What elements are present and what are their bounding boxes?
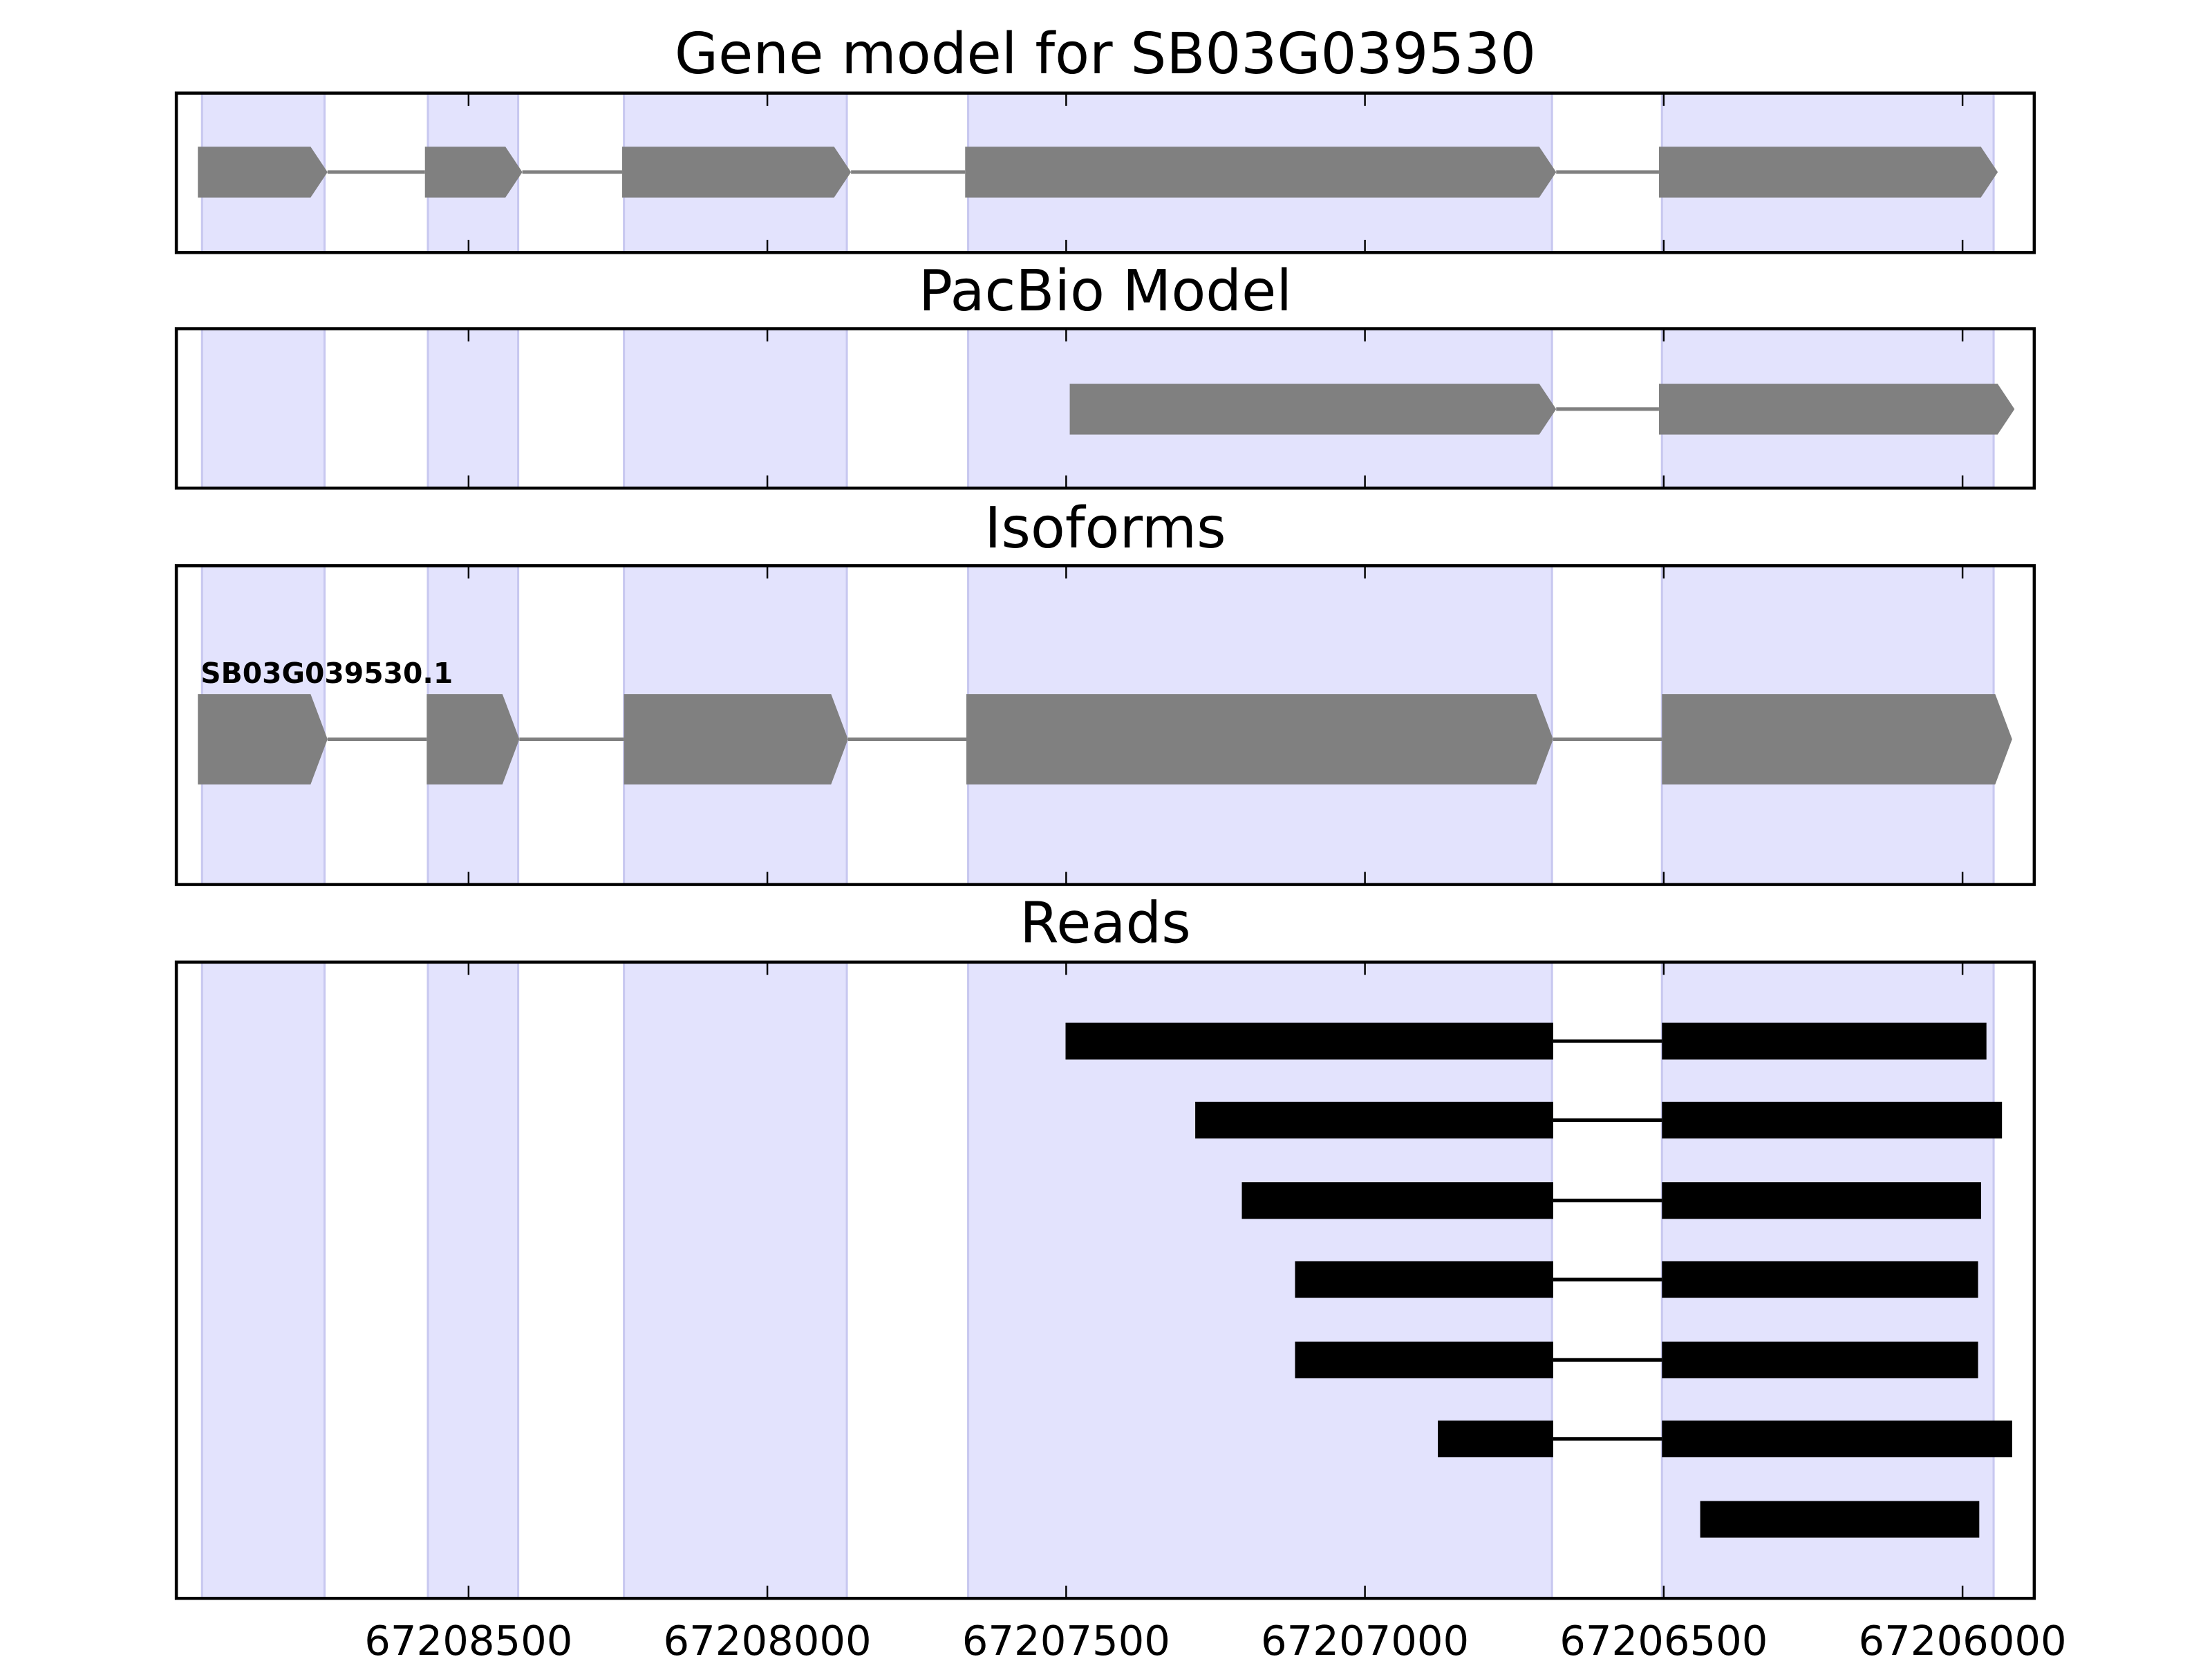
- read-block: [1662, 1182, 1981, 1219]
- panel-reads: Reads: [174, 890, 2036, 1600]
- exon-arrow: [1662, 694, 2012, 785]
- exon-band: [623, 327, 848, 489]
- exon-band: [427, 961, 520, 1600]
- read-block: [1662, 1421, 2012, 1458]
- isoform-label: SB03G039530.1: [200, 657, 453, 690]
- transcript-model: [1069, 384, 2015, 435]
- exon-arrow: [966, 694, 1553, 785]
- read: [1700, 1501, 1980, 1538]
- read: [1438, 1421, 2012, 1458]
- transcript-model: [198, 147, 1998, 198]
- transcript-model: SB03G039530.1: [198, 657, 2012, 785]
- read-block: [1662, 1022, 1987, 1060]
- exon-arrow: [424, 147, 523, 198]
- exon-arrow: [1658, 147, 1998, 198]
- read-block: [1295, 1261, 1553, 1298]
- read: [1295, 1261, 1978, 1298]
- read-block: [1295, 1341, 1553, 1378]
- panel-frame: [174, 960, 2036, 1600]
- read-block: [1662, 1261, 1978, 1298]
- read-block: [1662, 1341, 1978, 1378]
- panel-frame: [174, 564, 2036, 886]
- exon-arrow: [1069, 384, 1557, 435]
- panel-title: Reads: [1020, 890, 1191, 956]
- x-tick-label: 67208500: [364, 1617, 572, 1659]
- read: [1065, 1022, 1987, 1060]
- read: [1295, 1341, 1978, 1378]
- panel-title: Isoforms: [984, 496, 1226, 561]
- panel-pacbio-model: PacBio Model: [174, 259, 2036, 490]
- exon-arrow: [198, 147, 328, 198]
- x-tick-label: 67208000: [664, 1617, 872, 1659]
- read-block: [1700, 1501, 1980, 1538]
- x-tick-label: 67207500: [962, 1617, 1170, 1659]
- read-block: [1662, 1101, 2003, 1138]
- exon-arrow: [427, 694, 520, 785]
- exon-band: [200, 327, 326, 489]
- exon-arrow: [1658, 384, 2015, 435]
- panel-frame: [174, 327, 2036, 490]
- panel-gene-model-for-sb03g039530: Gene model for SB03G039530: [174, 21, 2036, 254]
- exon-arrow: [624, 694, 848, 785]
- exon-band: [623, 961, 848, 1600]
- exon-band: [200, 961, 326, 1600]
- panel-title: Gene model for SB03G039530: [675, 21, 1536, 87]
- exon-arrow: [622, 147, 852, 198]
- x-tick-label: 67206500: [1559, 1617, 1768, 1659]
- read-block: [1241, 1182, 1553, 1219]
- read-block: [1438, 1421, 1553, 1458]
- read: [1241, 1182, 1981, 1219]
- x-tick-label: 67206000: [1859, 1617, 2067, 1659]
- read-block: [1195, 1101, 1553, 1138]
- read-block: [1065, 1022, 1553, 1060]
- exon-arrow: [965, 147, 1557, 198]
- panel-frame: [174, 91, 2036, 254]
- exon-arrow: [198, 694, 328, 785]
- read: [1195, 1101, 2003, 1138]
- x-tick-label: 67207000: [1261, 1617, 1469, 1659]
- panel-title: PacBio Model: [919, 259, 1292, 324]
- exon-band: [427, 327, 520, 489]
